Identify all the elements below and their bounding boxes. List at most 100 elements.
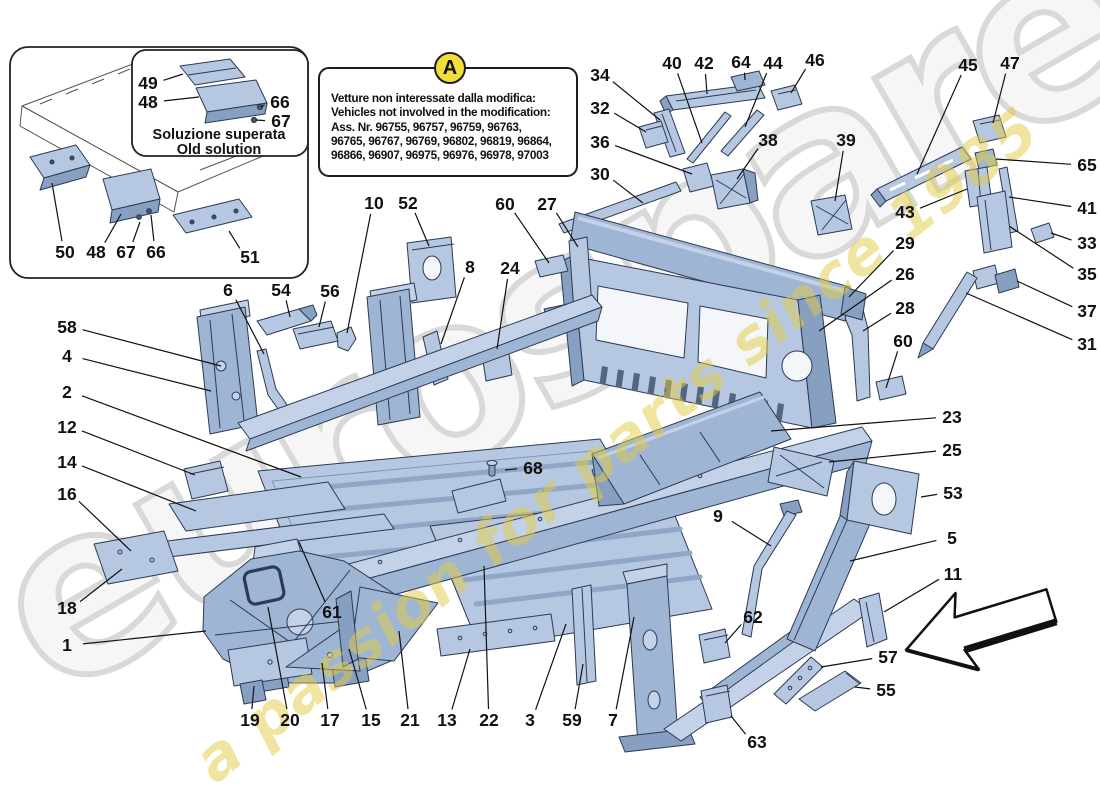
callout-line-20	[267, 606, 288, 710]
callout-number-42: 42	[694, 53, 714, 73]
direction-arrow	[904, 588, 1058, 672]
part-15-drawing	[335, 590, 359, 668]
callout-number-16: 16	[57, 484, 77, 504]
part-10-drawing	[336, 326, 357, 352]
callout-line-56	[318, 301, 326, 328]
part-45-drawing	[870, 146, 972, 208]
fastener-66-inset	[256, 103, 264, 111]
sill-drawing	[237, 294, 603, 452]
callout-number-55: 55	[876, 680, 896, 700]
callout-line-50	[51, 182, 63, 242]
part-14-drawing	[168, 481, 346, 532]
callout-number-64: 64	[731, 52, 751, 72]
callout-number-3: 3	[525, 710, 535, 730]
part-47-drawing	[972, 114, 1007, 144]
bulkhead-slot	[711, 389, 720, 409]
callout-number-44: 44	[763, 53, 783, 73]
callout-number-2: 2	[62, 382, 72, 402]
callout-line-29	[848, 250, 894, 298]
fastener-67-inset	[250, 116, 258, 124]
part-25-drawing	[767, 446, 835, 497]
part-44-drawing	[720, 109, 765, 157]
callout-line-24	[496, 278, 509, 350]
callout-number-37: 37	[1077, 301, 1096, 321]
callout-line-48	[104, 213, 122, 244]
callout-line-49	[163, 73, 184, 81]
callout-line-19	[251, 685, 255, 710]
callout-number-36: 36	[590, 132, 610, 152]
callout-line-23	[770, 417, 937, 432]
bulkhead-slot	[663, 379, 672, 399]
callout-number-57: 57	[878, 647, 897, 667]
part-11-drawing	[858, 592, 888, 648]
callout-line-21	[398, 630, 409, 710]
part-54-drawing	[256, 304, 318, 336]
part-40-drawing	[686, 111, 732, 164]
callout-number-31: 31	[1077, 334, 1097, 354]
bulkhead-slot	[647, 376, 656, 396]
callout-line-32	[613, 112, 647, 133]
part-62-drawing	[698, 628, 731, 664]
callout-number-60: 60	[893, 331, 913, 351]
callout-number-19: 19	[240, 710, 260, 730]
callout-line-61	[298, 541, 326, 603]
part-35-drawing	[976, 190, 1013, 254]
callout-line-58	[82, 329, 222, 367]
callout-line-45	[916, 74, 962, 175]
callout-line-52	[414, 212, 430, 247]
callout-line-59	[574, 663, 584, 710]
callout-line-47	[992, 73, 1007, 124]
callout-number-48: 48	[86, 242, 106, 262]
callout-line-67	[255, 119, 266, 122]
callout-line-5	[849, 539, 937, 562]
callout-number-61: 61	[322, 602, 342, 622]
callout-number-66: 66	[146, 242, 166, 262]
part-23-drawing	[591, 391, 792, 507]
callout-number-43: 43	[895, 202, 915, 222]
callout-line-31	[965, 292, 1073, 341]
part-60-left-drawing	[534, 254, 569, 278]
callout-line-8	[440, 277, 465, 345]
callout-number-10: 10	[364, 193, 384, 213]
part-9-strap-drawing	[741, 499, 803, 638]
callout-line-36	[614, 145, 693, 175]
part-53-drawing	[839, 460, 920, 535]
callout-line-2	[81, 395, 302, 478]
callout-number-54: 54	[271, 280, 291, 300]
callout-line-10	[346, 213, 372, 334]
warning-line: 96866, 96907, 96975, 96976, 96978, 97003	[331, 148, 549, 163]
part-39-drawing	[810, 194, 853, 236]
callout-number-48: 48	[138, 92, 158, 112]
part-48b-inset-drawing	[102, 168, 161, 224]
callout-line-53	[920, 493, 938, 498]
part-59-drawing	[571, 584, 597, 686]
callout-line-7	[615, 616, 635, 710]
callout-line-26	[818, 279, 893, 332]
callout-number-6: 6	[223, 280, 233, 300]
part-56-drawing	[292, 320, 339, 350]
callout-number-40: 40	[662, 53, 682, 73]
bulkhead-slot	[695, 386, 704, 406]
part-31-drawing	[917, 271, 978, 359]
callout-line-34	[612, 81, 661, 121]
callout-line-66	[150, 214, 155, 242]
part-55-drawing	[798, 670, 862, 712]
callout-line-60	[514, 212, 550, 264]
part-63-drawing	[700, 684, 733, 724]
callout-line-15	[348, 648, 367, 710]
callout-number-13: 13	[437, 710, 457, 730]
callout-line-60	[885, 351, 899, 389]
callout-line-51	[228, 230, 241, 249]
callout-number-47: 47	[1000, 53, 1019, 73]
callout-number-22: 22	[479, 710, 499, 730]
callout-line-11	[883, 578, 940, 613]
bulkhead-slot	[775, 402, 784, 422]
callout-line-13	[451, 648, 471, 710]
callout-line-38	[736, 148, 759, 180]
callout-number-29: 29	[895, 233, 915, 253]
callout-line-55	[854, 686, 871, 690]
part-57-drawing	[773, 656, 824, 705]
callout-line-18	[79, 568, 123, 603]
callout-number-32: 32	[590, 98, 610, 118]
